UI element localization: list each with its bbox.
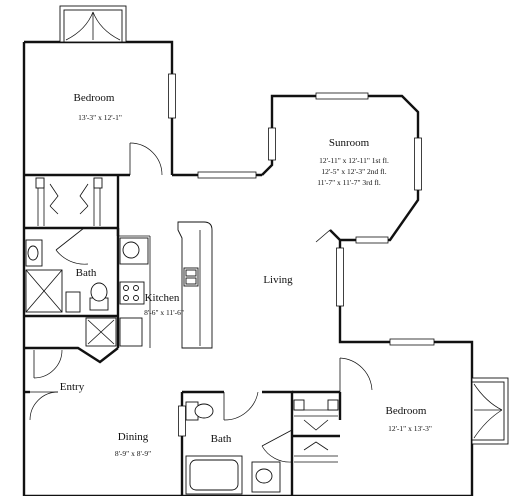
dims-sunroom-2nd: 12'-5" x 12'-3" 2nd fl.: [321, 167, 386, 176]
window-sunroom-right: [414, 137, 422, 191]
window-living-right: [336, 247, 344, 307]
bath-1-fixtures: [25, 239, 109, 313]
window-sunroom-left: [268, 127, 276, 161]
window-bath2-left: [178, 405, 186, 437]
wall-entry-closet: [24, 346, 119, 364]
dims-dining: 8'-9" x 8'-9": [115, 449, 151, 458]
label-bedroom-2: Bedroom: [386, 405, 427, 417]
label-bath-2: Bath: [211, 433, 232, 445]
label-entry: Entry: [60, 381, 85, 393]
doors: [29, 142, 373, 463]
window-sunroom-top: [315, 92, 369, 100]
label-dining: Dining: [118, 431, 149, 443]
window-sunroom-bottom: [355, 236, 389, 244]
windows: [168, 73, 435, 437]
window-bedroom1-right: [168, 73, 176, 119]
label-bedroom-1: Bedroom: [74, 92, 115, 104]
dims-sunroom-3rd: 11'-7" x 11'-7" 3rd fl.: [317, 178, 381, 187]
dims-sunroom-1st: 12'-11" x 12'-11" 1st fl.: [319, 156, 389, 165]
dims-kitchen: 8'-6" x 11'-6": [144, 308, 184, 317]
label-living: Living: [263, 274, 293, 286]
label-kitchen: Kitchen: [145, 292, 180, 304]
wall-top-bedroom: [24, 40, 174, 175]
kitchen-fixtures: [85, 221, 213, 349]
window-living-top: [197, 171, 257, 179]
balcony-door-right: [471, 377, 509, 445]
dims-bedroom-1: 13'-3" x 12'-1": [78, 113, 122, 122]
bath-2-fixtures: [185, 401, 281, 495]
label-bath-1: Bath: [76, 267, 97, 279]
label-sunroom: Sunroom: [329, 137, 370, 149]
balcony-door-top: [59, 5, 127, 43]
dims-bedroom-2: 12'-1" x 13'-3": [388, 424, 432, 433]
window-bedroom2-top: [389, 338, 435, 346]
room-labels: Bedroom 13'-3" x 12'-1" Sunroom 12'-11" …: [60, 92, 432, 458]
wall-living-right: [338, 240, 474, 496]
closets: [35, 177, 339, 463]
